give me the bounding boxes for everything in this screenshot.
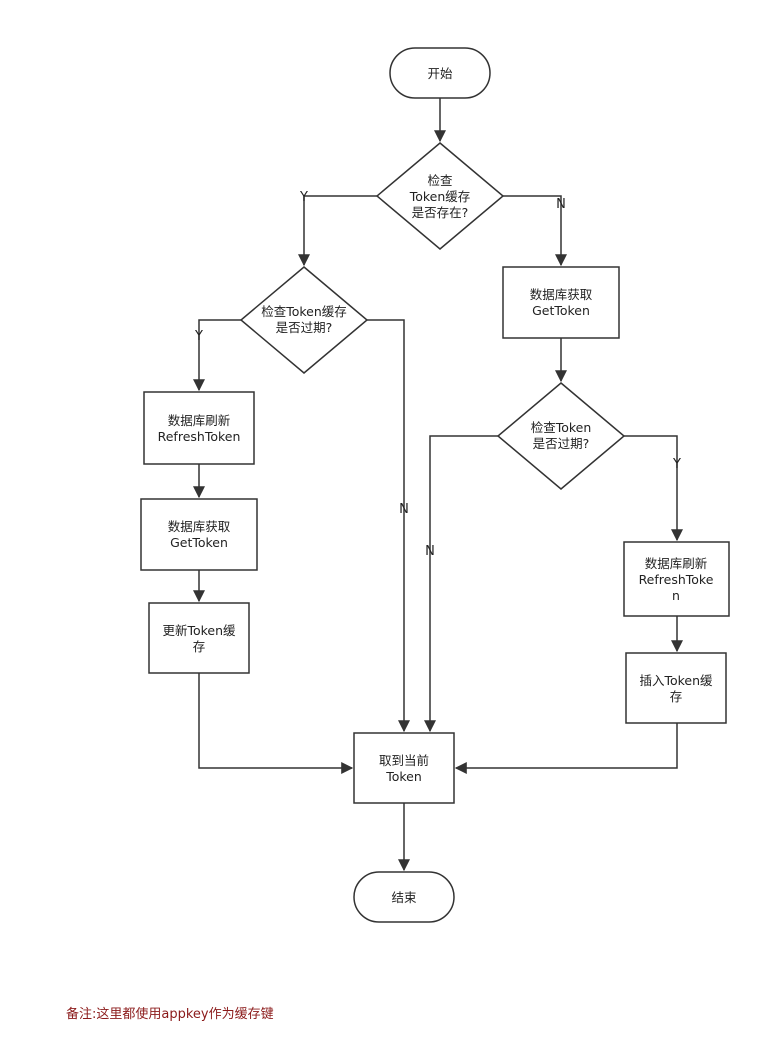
decision-expired-left xyxy=(239,266,369,374)
process-update-cache xyxy=(148,602,250,674)
db-get-left-line2: GetToken xyxy=(170,535,228,550)
end-label: 结束 xyxy=(391,890,417,905)
label-check-yes: Y xyxy=(299,190,308,205)
db-refresh-right-line2: RefreshToke xyxy=(639,572,714,587)
label-expired-right-no: N xyxy=(425,544,435,559)
start-label: 开始 xyxy=(427,66,453,81)
db-refresh-left-line2: RefreshToken xyxy=(158,429,241,444)
edge-expired-right-yes xyxy=(624,435,683,542)
process-db-get-right xyxy=(502,266,620,339)
db-get-right-line2: GetToken xyxy=(532,303,590,318)
check-cache-line1: 检查 xyxy=(427,173,453,188)
edge-update-to-current xyxy=(198,673,354,774)
expired-left-line1: 检查Token缓存 xyxy=(261,304,347,319)
edge-expired-left-no xyxy=(367,319,410,733)
edge-check-yes xyxy=(298,195,377,267)
decision-cache-exists xyxy=(375,142,505,250)
edge-insert-to-current xyxy=(454,723,678,774)
label-check-no: N xyxy=(556,197,566,212)
db-refresh-right-line1: 数据库刷新 xyxy=(645,556,708,571)
insert-cache-line2: 存 xyxy=(670,689,683,704)
edge-expired-right-no xyxy=(424,435,498,733)
check-cache-line2: Token缓存 xyxy=(409,189,471,204)
update-cache-line1: 更新Token缓 xyxy=(162,623,236,638)
expired-right-line1: 检查Token xyxy=(531,420,592,435)
db-refresh-left-line1: 数据库刷新 xyxy=(168,413,231,428)
label-expired-left-no: N xyxy=(399,502,409,517)
footnote: 备注:这里都使用appkey作为缓存键 xyxy=(66,1007,274,1022)
edge-expired-left-yes xyxy=(193,319,241,392)
check-cache-line3: 是否存在? xyxy=(412,205,469,220)
process-db-get-left xyxy=(140,498,258,571)
get-current-line2: Token xyxy=(385,769,422,784)
edge-check-no xyxy=(503,195,567,267)
process-get-current-token xyxy=(353,732,455,804)
db-refresh-right-line3: n xyxy=(672,588,680,603)
insert-cache-line1: 插入Token缓 xyxy=(639,673,713,688)
db-get-right-line1: 数据库获取 xyxy=(530,287,593,302)
get-current-line1: 取到当前 xyxy=(379,753,429,768)
process-db-refresh-right xyxy=(623,541,730,617)
end-node xyxy=(353,871,455,923)
label-expired-left-yes: Y xyxy=(194,329,203,344)
expired-right-line2: 是否过期? xyxy=(533,436,590,451)
db-get-left-line1: 数据库获取 xyxy=(168,519,231,534)
process-db-refresh-left xyxy=(143,391,255,465)
start-node xyxy=(389,47,491,99)
decision-expired-right xyxy=(496,382,626,490)
update-cache-line2: 存 xyxy=(193,639,206,654)
process-insert-cache xyxy=(625,652,727,724)
label-expired-right-yes: Y xyxy=(672,457,681,472)
expired-left-line2: 是否过期? xyxy=(276,320,333,335)
